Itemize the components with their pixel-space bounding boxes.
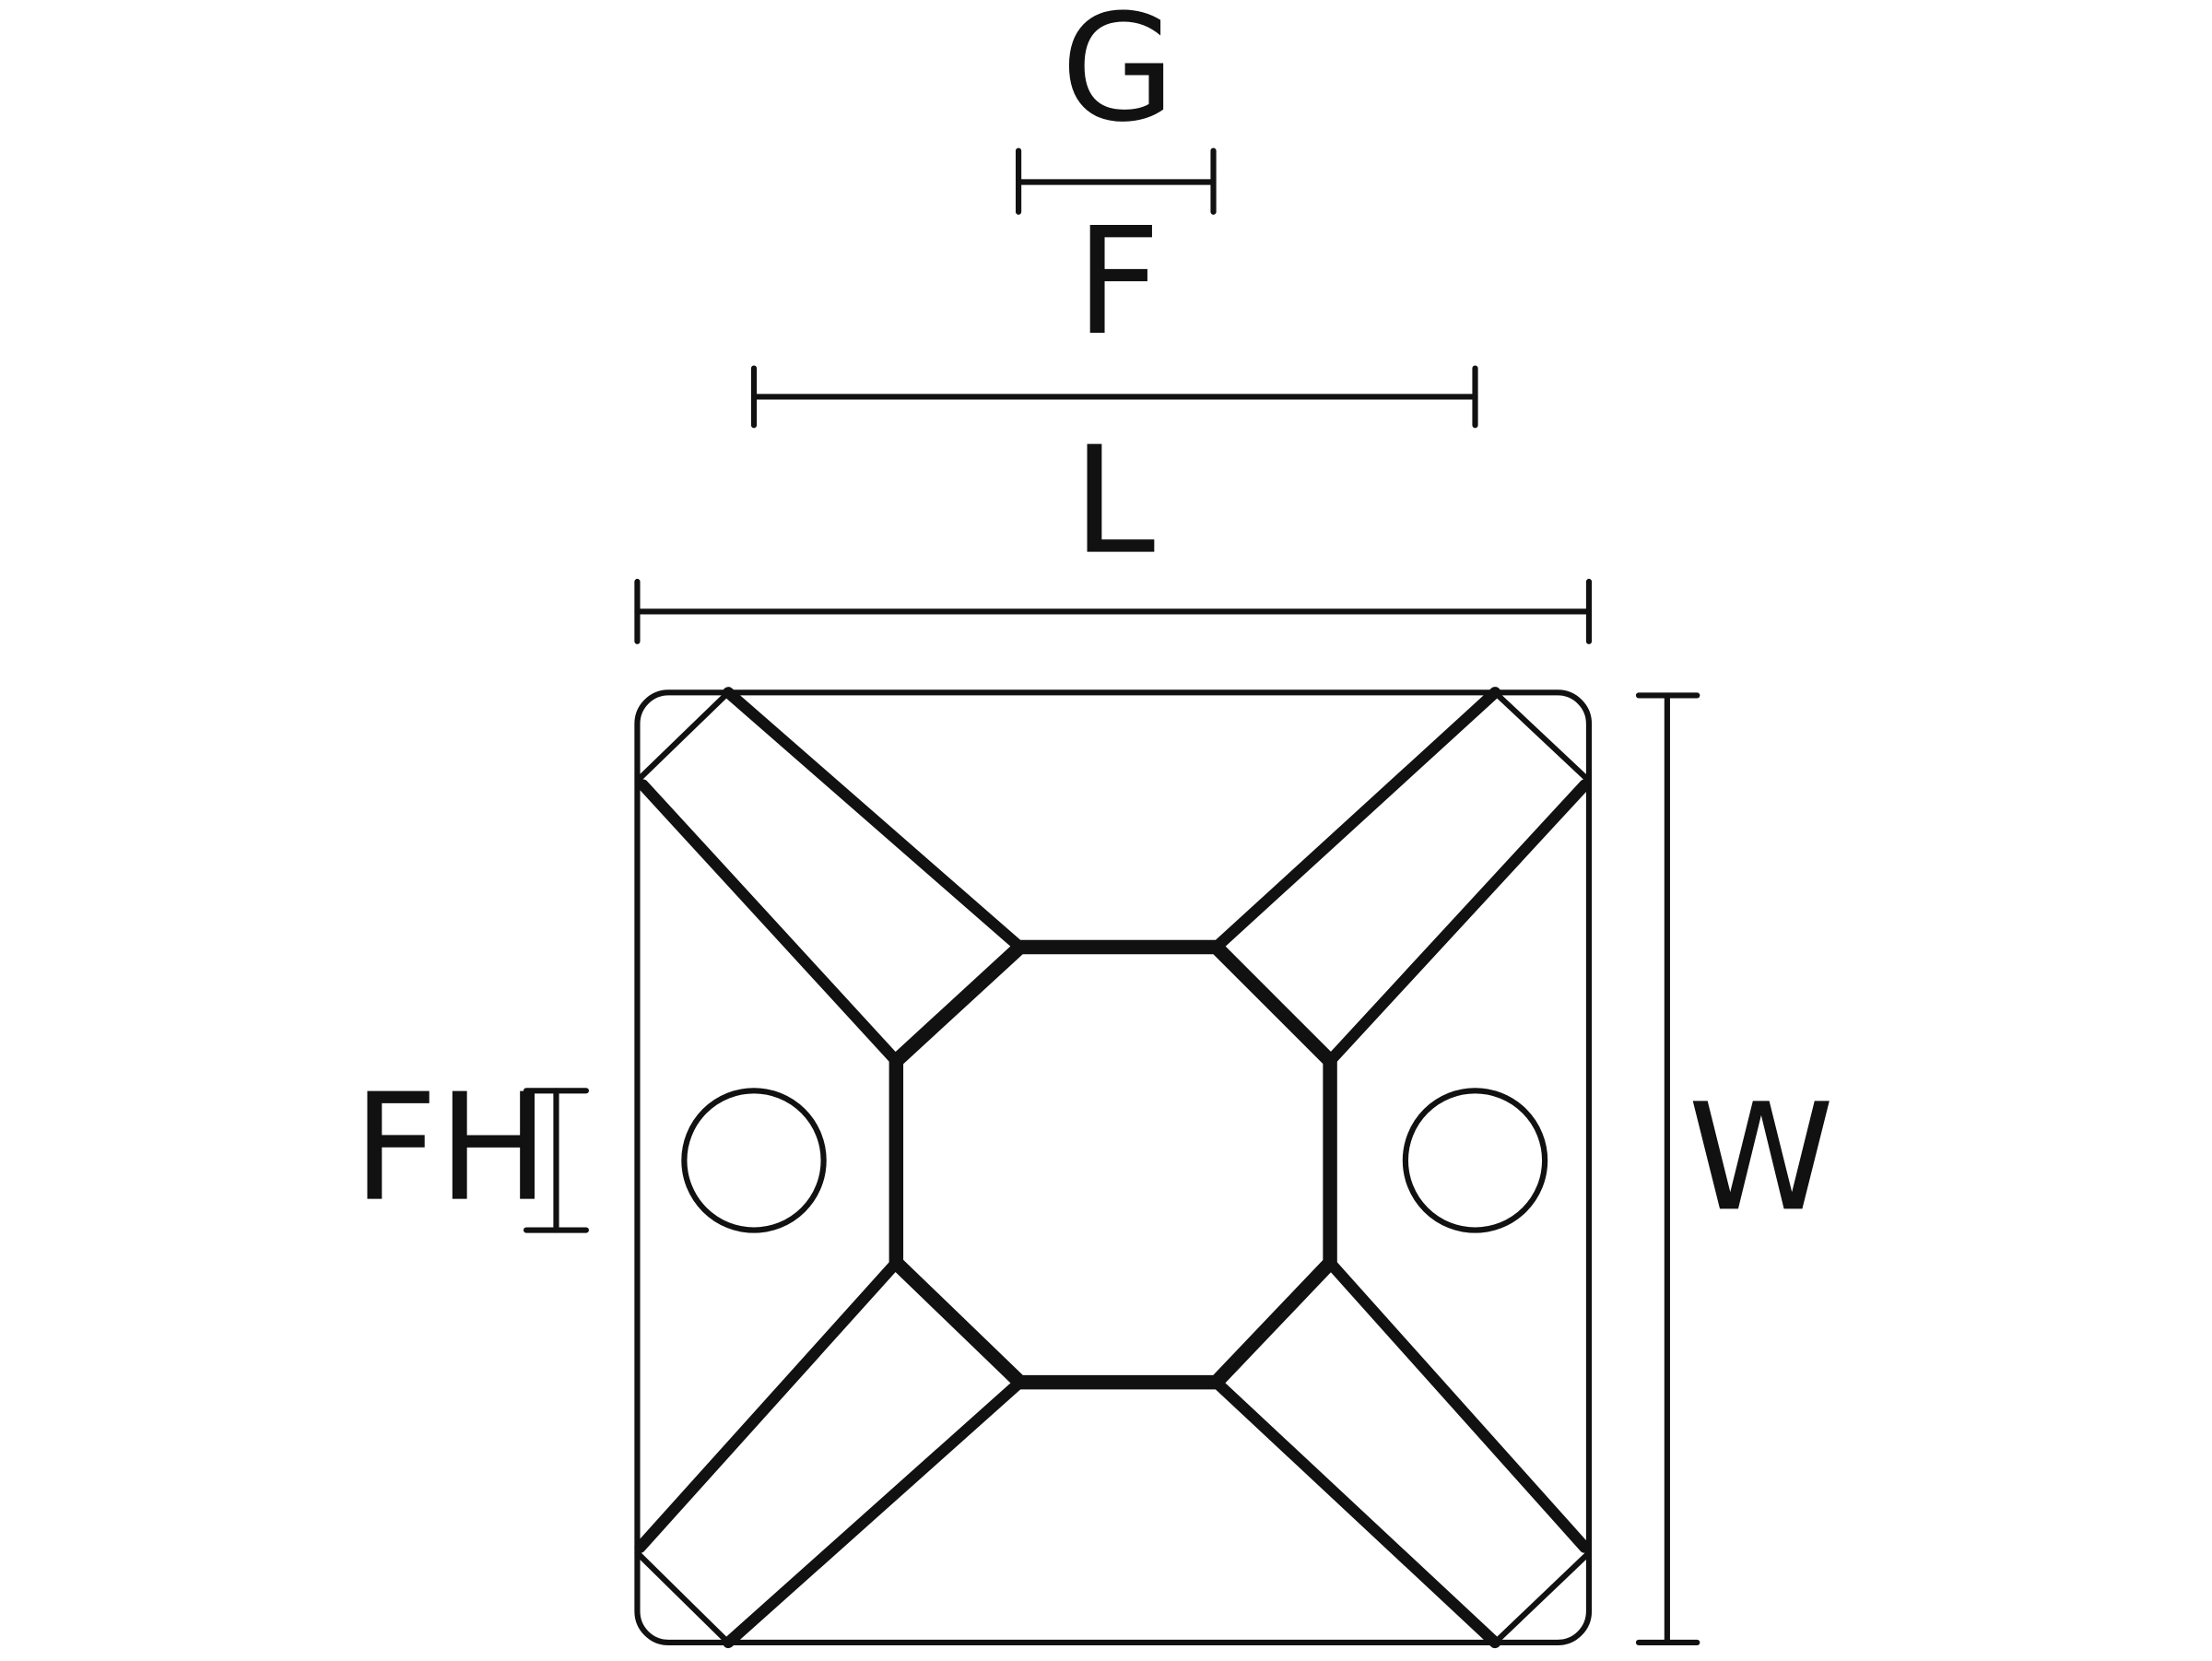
fixing-hole-right [1402, 1088, 1548, 1233]
label-g: G [1061, 0, 1175, 155]
label-w: W [1688, 1071, 1834, 1243]
corner-chamfers [634, 689, 1593, 1646]
label-fh: FH [353, 1062, 549, 1234]
channel-top-right [1210, 687, 1591, 1067]
mount-outline [634, 689, 1593, 1646]
fixing-hole-left [681, 1088, 827, 1233]
channel-top-left [637, 687, 1026, 1067]
dimension-fh [523, 1088, 589, 1233]
dimension-w [1635, 692, 1700, 1646]
label-f: F [1076, 195, 1160, 368]
label-l: L [1073, 415, 1155, 587]
channel-bottom-left [634, 1256, 1026, 1649]
dimension-g [1015, 147, 1217, 215]
channel-bottom-right [1210, 1256, 1591, 1649]
center-octagon [888, 939, 1337, 1390]
dimension-f [750, 365, 1478, 429]
dimension-l [634, 578, 1593, 644]
